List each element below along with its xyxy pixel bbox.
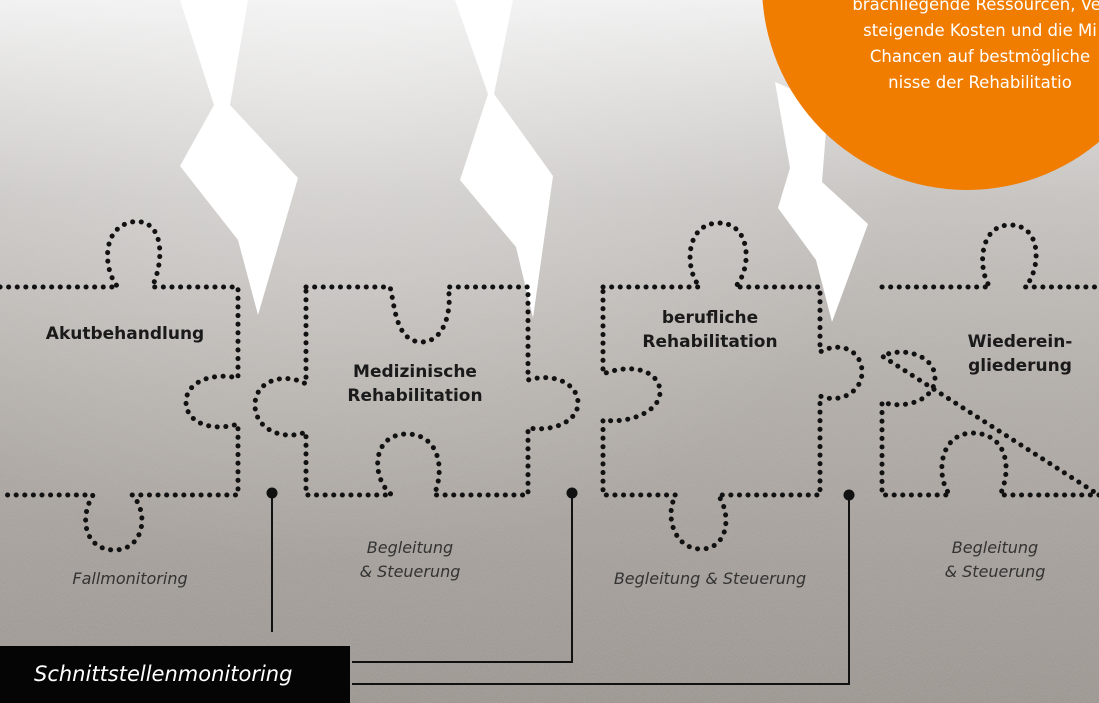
- caption-begleitung-steuerung-2: Begleitung & Steuerung: [585, 567, 835, 591]
- label-line: Medizinische: [353, 362, 477, 382]
- caption-line: Begleitung: [951, 538, 1039, 557]
- label-line: Rehabilitation: [642, 332, 778, 352]
- puzzle-piece-berufliche-rehabilitation: [600, 220, 865, 552]
- caption-fallmonitoring: Fallmonitoring: [40, 567, 220, 591]
- orange-callout-text: brachliegende Ressourcen, Ver steigende …: [770, 0, 1099, 96]
- puzzle-piece-medizinische-rehabilitation: [252, 284, 581, 498]
- connector-dot-3: [843, 489, 855, 501]
- caption-line: & Steuerung: [359, 562, 461, 581]
- interface-monitoring-label: Schnittstellenmonitoring: [34, 662, 293, 686]
- interface-connectors: [271, 493, 850, 685]
- label-line: gliederung: [968, 356, 1072, 376]
- label-line: berufliche: [661, 308, 759, 328]
- caption-begleitung-steuerung-1: Begleitung & Steuerung: [325, 536, 495, 584]
- caption-begleitung-steuerung-3: Begleitung & Steuerung: [910, 536, 1080, 584]
- label-akutbehandlung: Akutbehandlung: [30, 322, 220, 346]
- label-line: Akutbehandlung: [45, 324, 205, 344]
- connector-dot-1: [266, 487, 278, 499]
- connector-line-3: [352, 495, 850, 685]
- callout-line: nisse der Rehabilitatio: [888, 73, 1072, 92]
- lightning-bolt-2: [455, 0, 553, 318]
- lightning-bolt-3: [775, 82, 868, 322]
- caption-line: & Steuerung: [944, 562, 1046, 581]
- interface-monitoring-box: Schnittstellenmonitoring: [0, 646, 350, 703]
- callout-line: steigende Kosten und die Mi: [863, 21, 1097, 40]
- label-line: Wiederein-: [967, 332, 1073, 352]
- puzzle-piece-akutbehandlung: [0, 219, 241, 553]
- connector-line-2: [352, 493, 573, 663]
- label-wiedereingliederung: Wiederein- gliederung: [940, 330, 1099, 378]
- connector-dot-2: [566, 487, 578, 499]
- caption-line: Begleitung & Steuerung: [613, 569, 807, 588]
- callout-line: Chancen auf bestmögliche: [869, 47, 1091, 66]
- callout-line: brachliegende Ressourcen, Ver: [852, 0, 1099, 14]
- caption-line: Begleitung: [366, 538, 454, 557]
- lightning-bolt-1: [180, 0, 298, 315]
- label-berufliche-rehabilitation: berufliche Rehabilitation: [625, 306, 795, 354]
- puzzle-piece-wiedereingliederung: [876, 222, 1099, 498]
- label-medizinische-rehabilitation: Medizinische Rehabilitation: [330, 360, 500, 408]
- label-line: Rehabilitation: [347, 386, 483, 406]
- caption-line: Fallmonitoring: [72, 569, 188, 588]
